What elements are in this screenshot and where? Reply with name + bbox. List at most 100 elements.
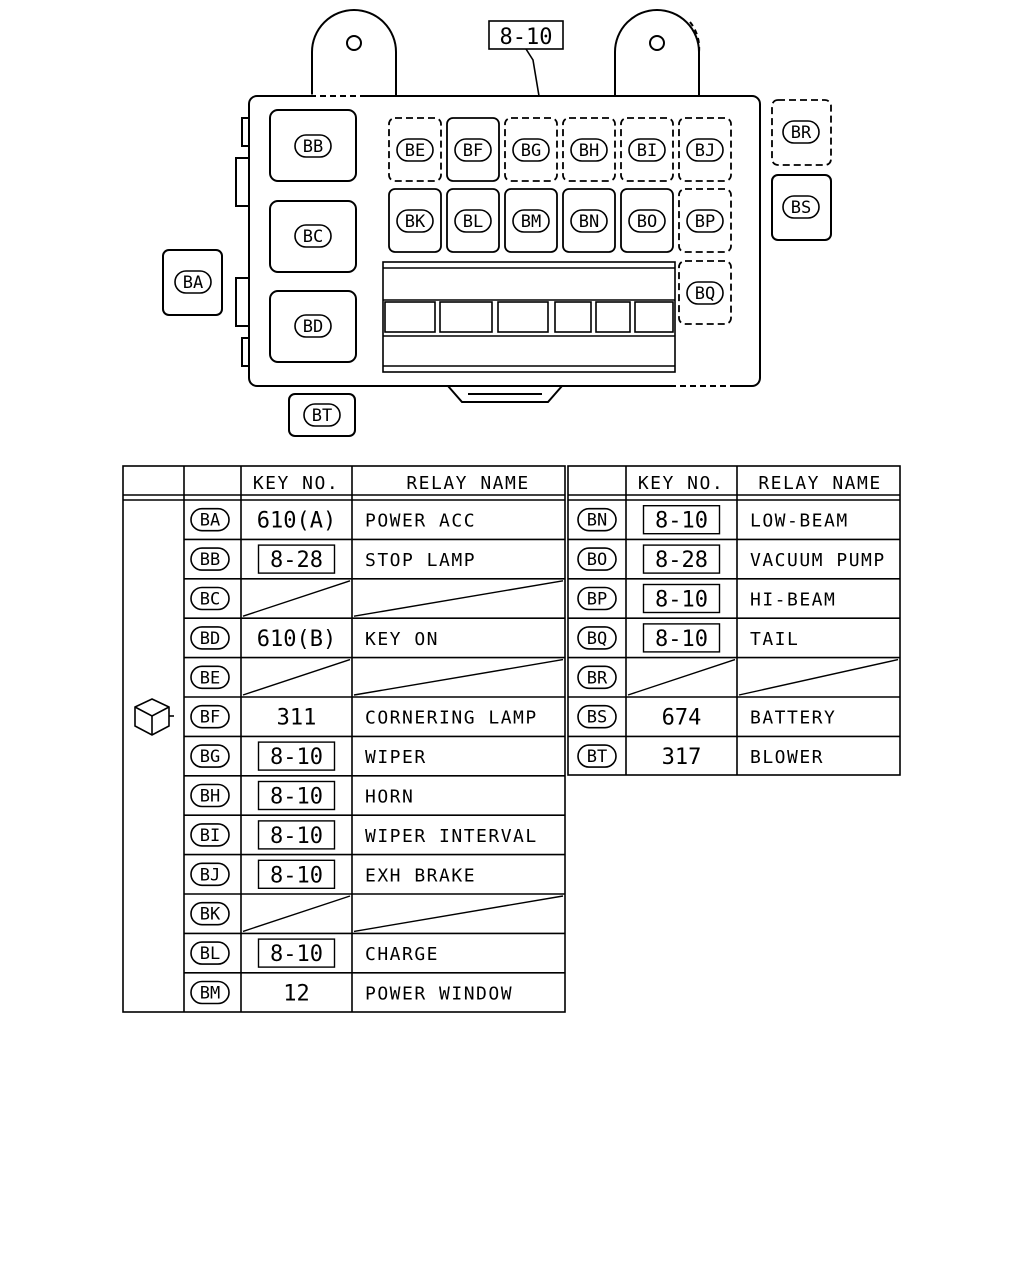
relay-slot-label: BL — [463, 212, 483, 232]
relay-box-body — [235, 9, 761, 403]
relay-slot-BG: BG — [504, 117, 558, 182]
key-ref-box — [642, 583, 721, 614]
relay-slot-BE: BE — [388, 117, 442, 182]
relay-slot-label: BI — [637, 141, 657, 161]
empty-slash — [242, 658, 351, 696]
relay-name: CHARGE — [365, 944, 439, 965]
relay-slot-label: BO — [637, 212, 657, 232]
relay-slot-label: BE — [405, 141, 425, 161]
relay-table-right — [567, 465, 901, 776]
empty-slash — [353, 658, 564, 696]
key-number: 8-10 — [655, 509, 708, 534]
relay-code: BE — [200, 668, 220, 688]
relay-slot-BD: BD — [269, 290, 357, 363]
relay-name: HORN — [365, 787, 414, 808]
table-row: BM 12 POWER WINDOW — [184, 971, 565, 1007]
relay-slot-label: BG — [521, 141, 541, 161]
relay-code: BB — [200, 550, 220, 570]
relay-slot-label: BR — [791, 123, 812, 143]
table-row: BL 8-10 CHARGE — [184, 932, 565, 968]
callout-key-box: 8-10 — [488, 20, 564, 97]
relay-name: LOW-BEAM — [750, 511, 849, 532]
left-header-relay-name: RELAY NAME — [406, 473, 529, 494]
relay-slot-BL: BL — [446, 188, 500, 253]
relay-name: POWER ACC — [365, 511, 476, 532]
relay-code: BD — [200, 629, 220, 649]
empty-slash — [738, 658, 899, 696]
relay-slot-label: BA — [183, 273, 203, 293]
left-header-key-no: KEY NO. — [253, 473, 339, 494]
relay-slot-label: BH — [579, 141, 599, 161]
relay-slot-label: BJ — [695, 141, 715, 161]
relay-name: POWER WINDOW — [365, 984, 513, 1005]
relay-name: BATTERY — [750, 708, 836, 729]
key-number: 12 — [283, 982, 310, 1007]
key-number: 8-10 — [655, 627, 708, 652]
key-number: 8-10 — [655, 588, 708, 613]
relay-slot-label: BN — [579, 212, 599, 232]
relay-slot-BI: BI — [620, 117, 674, 182]
relay-code: BH — [200, 787, 220, 807]
empty-slash — [627, 658, 736, 696]
relay-name: WIPER — [365, 747, 427, 768]
relay-slot-label: BQ — [695, 284, 715, 304]
table-row: BE — [184, 656, 565, 696]
key-ref-box — [257, 820, 336, 850]
right-header-key-no: KEY NO. — [638, 473, 724, 494]
empty-slash — [242, 580, 351, 617]
relay-name: TAIL — [750, 629, 799, 650]
key-ref-box — [257, 859, 336, 889]
relay-slot-BH: BH — [562, 117, 616, 182]
relay-slot-BC: BC — [269, 200, 357, 273]
relay-slot-label: BK — [405, 212, 426, 232]
key-number: 8-10 — [270, 824, 323, 849]
key-ref-box — [257, 780, 336, 811]
relay-code: BJ — [200, 865, 220, 885]
key-ref-box — [257, 544, 336, 574]
relay-slot-BK: BK — [388, 188, 442, 253]
empty-slash — [353, 580, 564, 617]
relay-code: BI — [200, 826, 220, 846]
key-ref-box — [642, 505, 721, 535]
key-number: 674 — [662, 706, 702, 731]
relay-code: BR — [587, 668, 608, 688]
key-ref-box — [642, 544, 721, 574]
relay-slot-label: BP — [695, 212, 715, 232]
relay-code: BM — [200, 984, 220, 1004]
key-number: 317 — [662, 745, 702, 770]
relay-code: BF — [200, 708, 220, 728]
relay-code: BQ — [587, 629, 607, 649]
key-number: 8-10 — [270, 942, 323, 967]
relay-name: HI-BEAM — [750, 590, 836, 611]
relay-slot-label: BC — [303, 227, 323, 247]
relay-slot-label: BF — [463, 141, 483, 161]
relay-slot-label: BD — [303, 317, 323, 337]
relay-slot-BN: BN — [562, 188, 616, 253]
relay-slot-BQ: BQ — [678, 260, 732, 325]
empty-slash — [242, 895, 351, 933]
callout-key-label: 8-10 — [500, 25, 553, 50]
relay-cube-icon — [134, 698, 174, 736]
relay-code: BL — [200, 944, 220, 964]
key-number: 8-10 — [270, 785, 323, 810]
key-number: 8-28 — [270, 548, 323, 573]
relay-name: VACUUM PUMP — [750, 550, 886, 571]
table-row: BH 8-10 HORN — [184, 774, 565, 811]
relay-slot-BO: BO — [620, 188, 674, 253]
relay-slot-label: BM — [521, 212, 541, 232]
relay-slot-BJ: BJ — [678, 117, 732, 182]
relay-slot-BP: BP — [678, 188, 732, 253]
relay-code: BC — [200, 590, 220, 610]
relay-code: BN — [587, 511, 607, 531]
relay-slot-BR: BR — [771, 99, 832, 166]
key-number: 8-10 — [270, 863, 323, 888]
relay-slot-BM: BM — [504, 188, 558, 253]
key-number: 8-10 — [270, 745, 323, 770]
